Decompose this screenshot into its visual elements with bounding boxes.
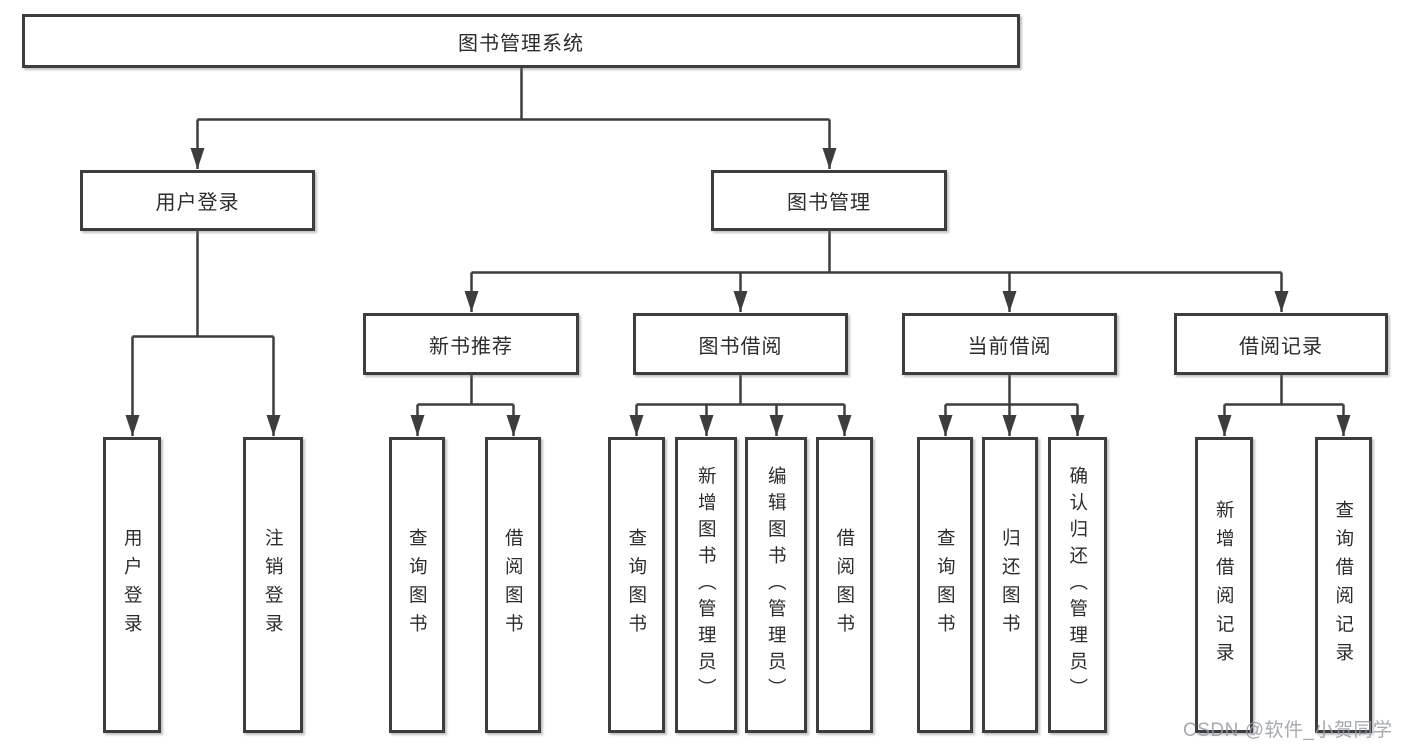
- root-node-label: 图书管理系统: [458, 32, 584, 55]
- leaf-query-books-current: 查询图书: [917, 437, 973, 733]
- leaf-label: 新增借阅记录: [1214, 499, 1236, 671]
- leaf-label: 查询图书: [626, 528, 648, 642]
- node-label: 用户登录: [155, 192, 240, 214]
- node-new-book-recommend: 新书推荐: [363, 313, 579, 375]
- node-label: 当前借阅: [967, 335, 1052, 358]
- node-book-borrow: 图书借阅: [633, 313, 848, 375]
- leaf-confirm-return-admin: 确认归还（管理员）: [1048, 437, 1107, 733]
- node-book-management: 图书管理: [711, 170, 947, 231]
- leaf-label: 借阅图书: [503, 528, 525, 642]
- leaf-label: 确认归还（管理员）: [1067, 465, 1089, 705]
- leaf-user-login: 用户登录: [103, 437, 161, 733]
- leaf-label: 注销登录: [263, 528, 285, 642]
- leaf-label: 借阅图书: [834, 528, 856, 642]
- leaf-label: 查询图书: [407, 528, 429, 642]
- leaf-add-books-admin: 新增图书（管理员）: [675, 437, 737, 733]
- leaf-logout: 注销登录: [243, 437, 303, 733]
- leaf-borrow-books-recommend: 借阅图书: [485, 437, 541, 733]
- leaf-label: 查询图书: [935, 528, 957, 642]
- node-label: 图书管理: [787, 192, 871, 214]
- root-node-library-system: 图书管理系统: [22, 14, 1020, 68]
- leaf-edit-books-admin: 编辑图书（管理员）: [745, 437, 807, 733]
- leaf-query-books-recommend: 查询图书: [389, 437, 445, 733]
- leaf-label: 新增图书（管理员）: [696, 465, 718, 705]
- leaf-label: 编辑图书（管理员）: [766, 465, 788, 705]
- leaf-add-borrow-record: 新增借阅记录: [1195, 437, 1253, 733]
- node-user-login: 用户登录: [80, 170, 315, 231]
- node-label: 新书推荐: [429, 335, 513, 358]
- watermark: CSDN @软件_小贺同学: [1183, 720, 1393, 741]
- leaf-label: 查询借阅记录: [1333, 499, 1355, 671]
- node-label: 图书借阅: [698, 335, 783, 358]
- leaf-query-borrow-record: 查询借阅记录: [1315, 437, 1372, 733]
- leaf-query-books: 查询图书: [608, 437, 665, 733]
- node-label: 借阅记录: [1239, 335, 1323, 358]
- leaf-label: 归还图书: [1000, 528, 1022, 642]
- leaf-borrow-books: 借阅图书: [816, 437, 873, 733]
- leaf-return-books: 归还图书: [982, 437, 1038, 733]
- node-borrow-record: 借阅记录: [1174, 313, 1388, 375]
- leaf-label: 用户登录: [122, 528, 144, 642]
- node-current-borrow: 当前借阅: [902, 313, 1117, 375]
